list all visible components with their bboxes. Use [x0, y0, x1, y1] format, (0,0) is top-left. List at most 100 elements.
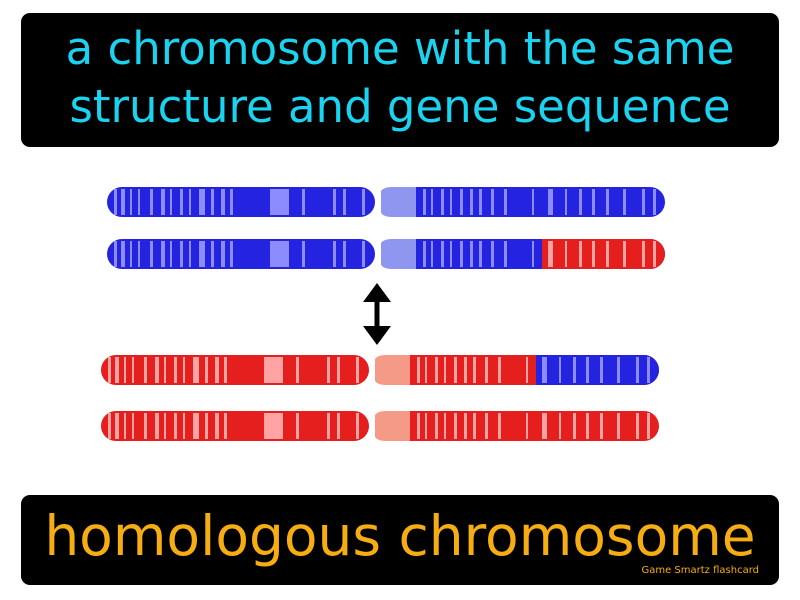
band — [526, 357, 528, 383]
band — [114, 241, 117, 267]
band — [121, 189, 125, 215]
band — [193, 357, 199, 383]
band — [470, 189, 473, 215]
band — [132, 357, 134, 383]
band — [565, 189, 567, 215]
centromere-pinch — [372, 238, 384, 270]
red-chromosome-2-centromere — [375, 411, 410, 441]
band — [444, 413, 446, 439]
band — [164, 357, 166, 383]
blue-chromosome-2 — [107, 238, 665, 270]
band — [565, 241, 567, 267]
centromere-pinch — [372, 186, 384, 218]
band — [425, 357, 427, 383]
band — [224, 357, 227, 383]
band — [504, 189, 507, 215]
band — [586, 413, 589, 439]
band — [356, 357, 359, 383]
band — [155, 413, 159, 439]
band — [636, 413, 639, 439]
band — [114, 189, 117, 215]
band — [559, 357, 561, 383]
band — [211, 241, 214, 267]
band — [600, 413, 603, 439]
band — [174, 357, 177, 383]
band — [155, 357, 159, 383]
blue-chromosome-1 — [107, 186, 665, 218]
band — [498, 357, 501, 383]
band — [579, 189, 582, 215]
band — [491, 241, 494, 267]
band — [435, 357, 438, 383]
centromere-pinch — [366, 354, 378, 386]
band — [636, 357, 639, 383]
band — [423, 189, 426, 215]
band — [144, 413, 147, 439]
band — [431, 241, 433, 267]
band — [473, 357, 476, 383]
band — [485, 413, 488, 439]
band — [542, 357, 547, 383]
band — [441, 189, 444, 215]
band — [362, 189, 365, 215]
band — [450, 241, 452, 267]
band — [504, 241, 507, 267]
red-chromosome-2-left-arm — [101, 411, 369, 441]
blue-chromosome-2-centromere — [381, 239, 416, 269]
band — [548, 241, 553, 267]
band — [460, 189, 463, 215]
band — [435, 413, 438, 439]
band — [124, 413, 126, 439]
red-chromosome-1-crossover-segment — [536, 355, 659, 385]
band — [302, 189, 305, 215]
blue-chromosome-2-left-arm — [107, 239, 375, 269]
band — [542, 413, 547, 439]
band — [138, 189, 140, 215]
band — [221, 241, 225, 267]
band — [526, 413, 528, 439]
band — [115, 357, 119, 383]
band — [498, 413, 501, 439]
band — [189, 241, 191, 267]
band — [170, 241, 172, 267]
band — [327, 357, 330, 383]
red-chromosome-2 — [101, 410, 659, 442]
band — [164, 413, 166, 439]
band — [653, 189, 656, 215]
band — [491, 189, 494, 215]
band — [441, 241, 444, 267]
band — [417, 357, 420, 383]
band — [586, 357, 589, 383]
red-chromosome-1-left-arm — [101, 355, 369, 385]
red-chromosome-1-centromere — [375, 355, 410, 385]
band — [144, 357, 147, 383]
band — [108, 357, 111, 383]
band — [199, 241, 205, 267]
band — [121, 241, 125, 267]
band — [115, 413, 119, 439]
band — [302, 241, 305, 267]
band — [623, 189, 626, 215]
term-title: homologous chromosome — [44, 504, 756, 568]
band — [653, 241, 656, 267]
brand-label: Game Smartz flashcard — [641, 565, 759, 576]
band — [573, 413, 576, 439]
band — [124, 357, 126, 383]
band — [337, 413, 340, 439]
red-chromosome-1 — [101, 354, 659, 386]
band — [425, 413, 427, 439]
band — [454, 357, 457, 383]
band — [592, 189, 595, 215]
band — [532, 241, 534, 267]
band — [205, 357, 208, 383]
blue-chromosome-1-left-arm — [107, 187, 375, 217]
band — [130, 189, 132, 215]
blue-chromosome-1-centromere — [381, 187, 416, 217]
band — [183, 413, 185, 439]
band — [343, 241, 346, 267]
band — [138, 241, 140, 267]
band — [174, 413, 177, 439]
band — [230, 241, 233, 267]
band — [431, 189, 433, 215]
double-arrow-vertical-icon — [363, 283, 391, 345]
